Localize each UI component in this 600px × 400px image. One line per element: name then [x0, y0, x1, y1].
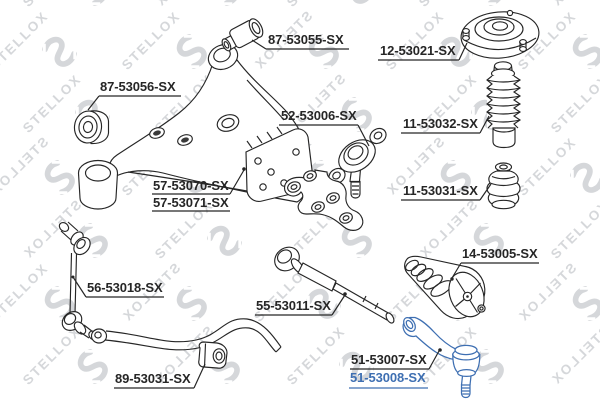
front-bushing-drawing	[73, 110, 110, 145]
part-label-55-53011-sx: 55-53011-SX	[256, 298, 331, 313]
label-leader-lines	[71, 39, 539, 389]
part-label-57-53071-sx: 57-53071-SX	[153, 195, 229, 210]
part-label-57-53070-sx: 57-53070-SX	[153, 178, 229, 193]
strut-mount-drawing	[460, 9, 540, 59]
part-label-11-53031-sx: 11-53031-SX	[403, 183, 478, 198]
part-label-51-53007-sx: 51-53007-SX	[351, 352, 427, 367]
part-label-87-53056-sx: 87-53056-SX	[100, 79, 176, 94]
rear-bushing-drawing	[221, 18, 264, 52]
part-label-14-53005-sx: 14-53005-SX	[462, 246, 538, 261]
steering-boot-drawing	[404, 255, 486, 320]
bump-stop-drawing	[486, 162, 521, 210]
part-label-89-53031-sx: 89-53031-SX	[115, 371, 191, 386]
tie-rod-end-drawing	[402, 316, 481, 399]
control-linkage-drawing	[283, 169, 364, 231]
control-arm-drawing	[77, 43, 313, 210]
stabilizer-bar-drawing	[90, 318, 282, 353]
stabilizer-link-drawing	[58, 221, 99, 341]
part-label-11-53032-sx: 11-53032-SX	[403, 116, 478, 131]
stabilizer-bushing-drawing	[198, 341, 228, 369]
part-label-56-53018-sx: 56-53018-SX	[87, 280, 163, 295]
strut-boot-drawing	[486, 61, 522, 149]
inner-tie-rod-drawing	[274, 246, 395, 324]
part-label-52-53006-sx: 52-53006-SX	[281, 108, 357, 123]
part-label-87-53055-sx: 87-53055-SX	[268, 32, 344, 47]
part-label-51-53008-sx-highlighted[interactable]: 51-53008-SX	[350, 370, 426, 385]
part-label-12-53021-sx: 12-53021-SX	[380, 43, 456, 58]
